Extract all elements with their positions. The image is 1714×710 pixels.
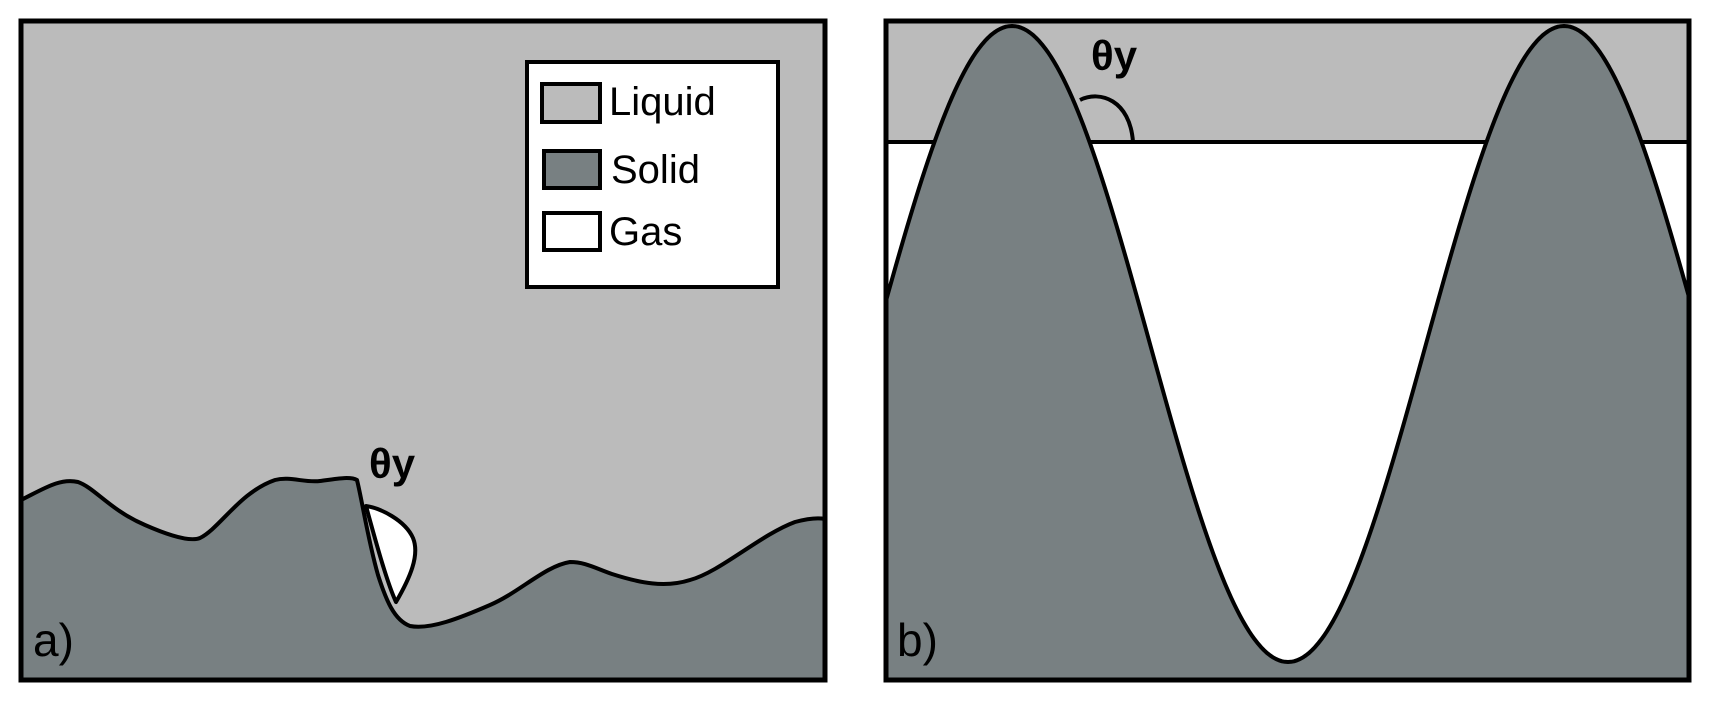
panel-b-contact-angle-label: θy (1091, 32, 1138, 79)
panel-b: θy b) (883, 18, 1692, 683)
legend-swatch-liquid (540, 82, 602, 124)
panel-b-contact-angle-arc (1079, 94, 1135, 143)
panel-a-frame (18, 18, 828, 683)
panel-b-label: b) (897, 614, 938, 666)
legend-label-solid: Solid (611, 148, 700, 192)
legend-label-gas: Gas (609, 210, 682, 254)
panel-a-gas-pocket (364, 504, 418, 604)
panel-a-contact-angle-label: θy (369, 440, 416, 487)
panel-a-label: a) (33, 614, 74, 666)
panel-a: Liquid Solid Gas θy a) (18, 18, 828, 683)
legend-swatch-gas (542, 211, 602, 252)
panel-a-solid-surface (19, 476, 827, 682)
panel-b-solid-surface (884, 24, 1691, 682)
legend-label-liquid: Liquid (609, 80, 716, 124)
legend-swatch-solid (542, 149, 602, 190)
legend: Liquid Solid Gas (525, 60, 780, 289)
panel-b-frame (883, 18, 1692, 683)
